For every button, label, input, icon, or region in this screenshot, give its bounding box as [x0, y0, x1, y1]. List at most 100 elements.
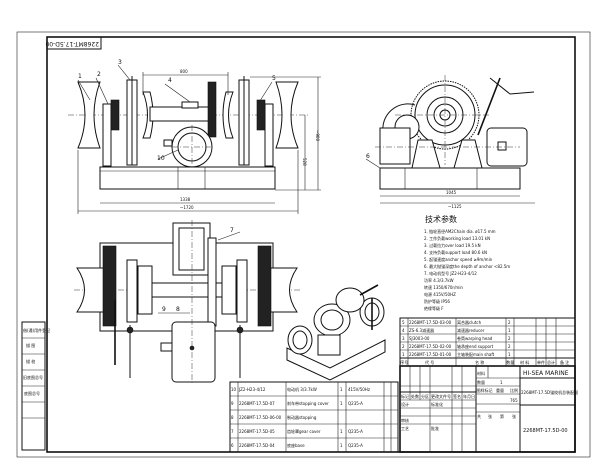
left-margin-table: 借(通)用件登记 描 图 描 校 旧底图总号 底图总号: [21, 321, 50, 451]
base-side: [379, 167, 521, 190]
tech-param-line: 3. 过载拉力over load 19.5 kN: [424, 242, 481, 248]
parts-row: 7 2268MT-17.5D-05 齿轮罩gear cover 1 Q235-A: [231, 428, 363, 434]
svg-text:2268MT-17.5D-04: 2268MT-17.5D-04: [239, 443, 275, 448]
svg-text:2268MT-17.5D-06-00: 2268MT-17.5D-06-00: [239, 415, 282, 420]
dimension-label: 800: [180, 69, 188, 74]
svg-text:9: 9: [231, 401, 234, 406]
parts-header: 序号 代 号 名 称 数量 材 料 单件 总计 备 注: [400, 359, 569, 365]
balloon-label: 2: [97, 71, 101, 78]
svg-text:6: 6: [231, 443, 234, 448]
tech-params-title: 技术参数: [425, 214, 457, 224]
tech-param-line: 功率 4.3/3.7kW: [424, 277, 454, 283]
tech-param-line: 6. 最大抛锚深度the depth of anchor <82.5m: [424, 263, 510, 269]
svg-text:轴承座end support: 轴承座end support: [457, 343, 494, 349]
dimension-label: 1338: [180, 197, 191, 202]
svg-text:1: 1: [508, 352, 511, 357]
sheet-label: 张: [488, 413, 492, 419]
dimension-label: 1045: [446, 190, 457, 195]
stage-label: 图样标记: [477, 387, 493, 393]
dimension-label: ~1720: [180, 205, 194, 210]
sheet-label: 共: [477, 413, 481, 419]
tech-param-line: 2. 工作负载working load 13.01 kN: [424, 235, 490, 241]
gear: [207, 81, 217, 138]
svg-text:2268MT-17.5D-05: 2268MT-17.5D-05: [239, 429, 275, 434]
main-shaft: [149, 106, 213, 122]
balloon-label: 4: [168, 77, 172, 84]
sign-label: 工艺: [401, 426, 409, 431]
company-name: HI-SEA MARINE: [523, 370, 569, 377]
svg-text:卷筒warping head: 卷筒warping head: [457, 335, 493, 341]
svg-text:1: 1: [508, 328, 511, 333]
balloon-label: 1: [78, 73, 82, 80]
svg-text:2268MT-17.5D-02-00: 2268MT-17.5D-02-00: [409, 344, 452, 349]
front-view: 800 1338 ~1720 528 ~900 1 2 3 4 5 10: [68, 59, 321, 214]
svg-text:单件: 单件: [537, 359, 545, 365]
svg-text:Q235-A: Q235-A: [348, 401, 363, 406]
change-label: 签名: [453, 393, 461, 399]
svg-text:2268MT-17.5D-01-00: 2268MT-17.5D-01-00: [409, 352, 452, 357]
svg-text:3: 3: [402, 336, 405, 341]
side-view: 1045 ~1125 6: [365, 75, 535, 209]
change-label: 分区: [421, 393, 429, 399]
svg-text:齿轮罩gear cover: 齿轮罩gear cover: [287, 428, 321, 434]
title-block: 材料 数量 1 图样标记 重量 比例 765 共 张 第 张 标记 处数 分区 …: [399, 365, 578, 453]
weight-value: 765: [510, 398, 518, 403]
sheet-label: 张: [512, 413, 516, 419]
svg-text:1: 1: [402, 352, 405, 357]
svg-text:总计: 总计: [547, 359, 555, 365]
svg-text:材 料: 材 料: [520, 359, 529, 365]
balloon-label: 8: [176, 306, 180, 313]
isometric-view: [286, 284, 386, 381]
change-label: 年月日: [463, 393, 475, 399]
tech-params: 技术参数 1. 链轮直径AM2Chain dia. ø17.5 mm 2. 工作…: [424, 214, 510, 311]
tech-param-line: 防护等级 IP56: [424, 298, 450, 304]
svg-text:1: 1: [340, 401, 343, 406]
handle: [477, 77, 501, 136]
svg-text:2: 2: [508, 336, 511, 341]
dimension-label: ~900: [315, 130, 320, 141]
stage-label: 比例: [510, 387, 518, 393]
quantity-label: 数量: [477, 379, 485, 385]
dimension-label: ~1125: [448, 204, 462, 209]
svg-text:8: 8: [231, 415, 234, 420]
svg-text:离合器clutch: 离合器clutch: [457, 319, 482, 325]
svg-text:Q235-A: Q235-A: [348, 429, 363, 434]
svg-text:底座base: 底座base: [287, 442, 305, 448]
margin-label: 旧底图总号: [23, 374, 43, 380]
svg-text:1: 1: [340, 429, 343, 434]
svg-text:电动机 3/3.7kW: 电动机 3/3.7kW: [287, 386, 317, 392]
margin-label: 描 校: [26, 358, 35, 364]
svg-text:主轴装配main shaft: 主轴装配main shaft: [457, 351, 495, 357]
balloon-label: 9: [162, 306, 166, 313]
tech-param-line: 4. 支持负载support load 80.6 kN: [424, 249, 487, 255]
parts-row: 1 2268MT-17.5D-01-00 主轴装配main shaft 1: [402, 351, 511, 357]
svg-text:10: 10: [231, 387, 237, 392]
svg-text:序号: 序号: [400, 359, 408, 365]
material-label: 材料: [477, 370, 485, 376]
svg-text:制动器stopping: 制动器stopping: [287, 414, 317, 420]
svg-text:JZ2-H23-4/12: JZ2-H23-4/12: [238, 387, 266, 392]
sign-label: 标准化: [431, 401, 443, 407]
svg-text:减速器reducer: 减速器reducer: [457, 327, 485, 333]
svg-text:刹车带stopping cover: 刹车带stopping cover: [287, 400, 329, 406]
svg-text:7: 7: [231, 429, 234, 434]
svg-text:名 称: 名 称: [475, 359, 484, 365]
tech-param-line: 转速 1350/670r/min: [424, 284, 463, 290]
change-label: 处数: [411, 393, 419, 399]
balloon-label: 10: [157, 155, 165, 162]
rotated-drawing-number-text: 2268MT-17.5D-00: [45, 40, 99, 47]
tech-param-line: 5. 起锚速度anchor speed ≥9m/min: [424, 256, 493, 262]
svg-text:2: 2: [508, 320, 511, 325]
svg-text:4: 4: [402, 328, 405, 333]
stage-label: 重量: [496, 387, 504, 393]
warping-head-right: [275, 81, 299, 149]
sheet-label: 第: [500, 413, 504, 419]
balloon-label: 3: [118, 59, 122, 66]
